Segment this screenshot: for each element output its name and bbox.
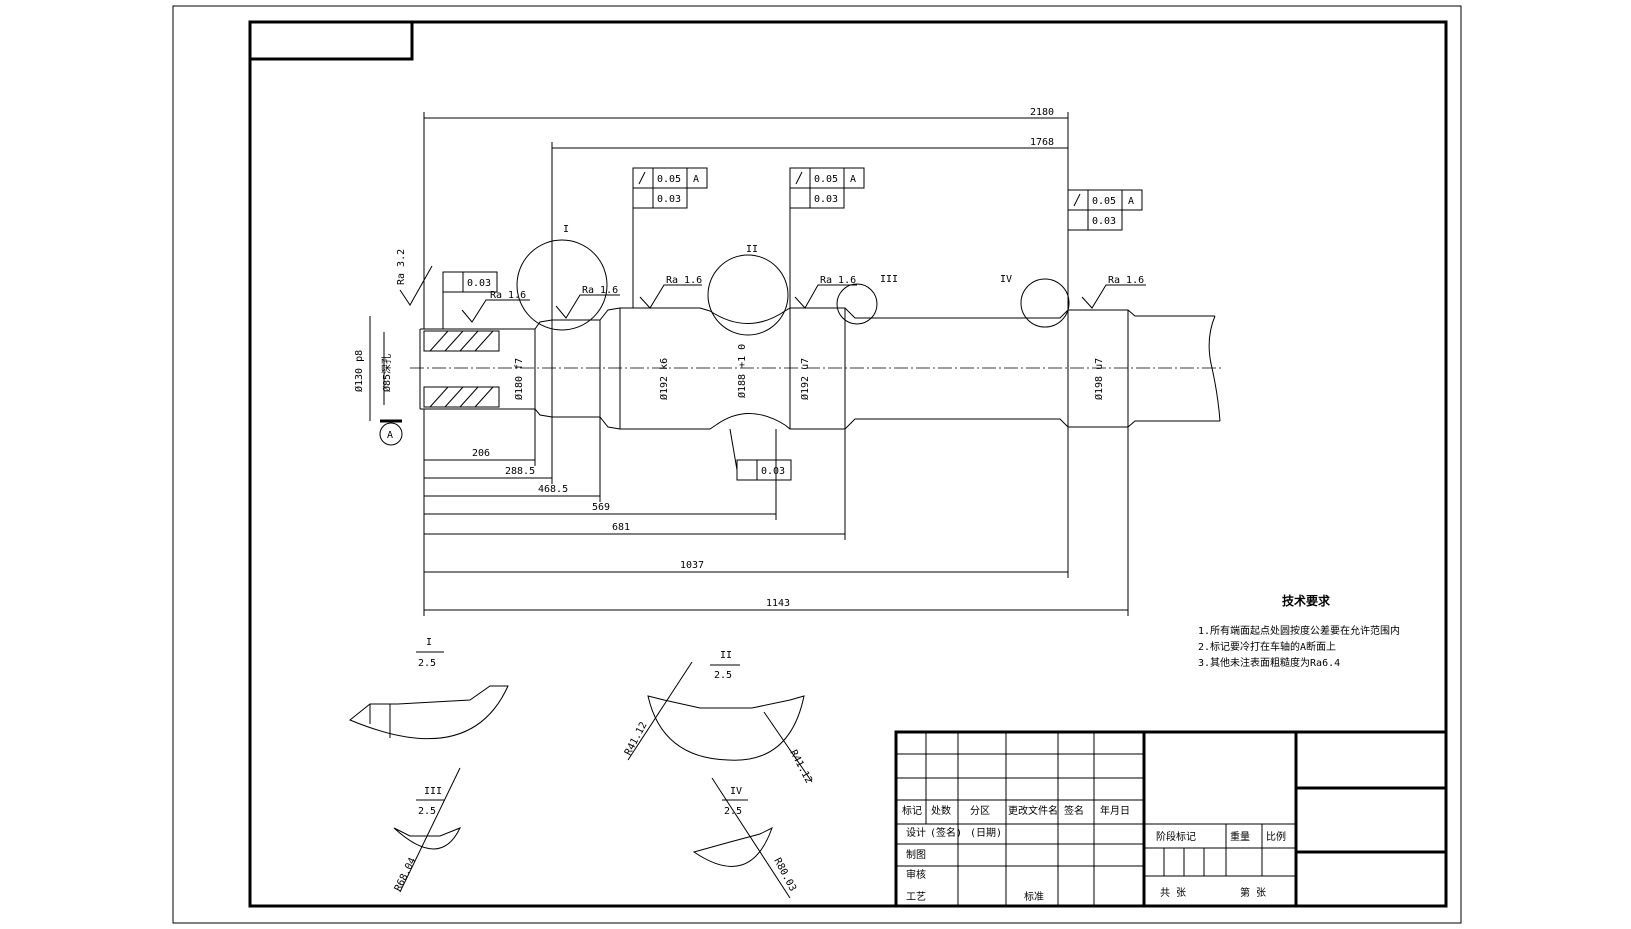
detail-view-iii: III 2.5 R68.04 xyxy=(393,767,462,893)
dim-288: 288.5 xyxy=(505,466,535,477)
dia-198: Ø198 u7 xyxy=(1093,358,1105,400)
top-dimensions xyxy=(423,112,1069,329)
dim-1143: 1143 xyxy=(766,598,790,609)
tech-item-2: 2.标记要冷打在车轴的A断面上 xyxy=(1198,640,1336,653)
svg-text:II: II xyxy=(720,650,732,661)
tech-item-1: 1.所有端面起点处圆按度公差要在允许范围内 xyxy=(1198,624,1400,637)
dim-206: 206 xyxy=(472,448,490,459)
svg-text:0.05: 0.05 xyxy=(657,174,681,185)
svg-text:Ra 1.6: Ra 1.6 xyxy=(1108,275,1144,286)
svg-text:A: A xyxy=(1128,196,1134,207)
dim-1768: 1768 xyxy=(1030,137,1054,148)
tb-total: 共 张 xyxy=(1160,887,1186,899)
tech-title: 技术要求 xyxy=(1282,593,1331,608)
svg-text:2.5: 2.5 xyxy=(418,658,436,669)
detail-circle-i xyxy=(516,239,608,331)
svg-text:0.03: 0.03 xyxy=(814,194,838,205)
tb-date-col: 年月日 xyxy=(1100,804,1130,817)
tolerance-frame-5: 0.03 xyxy=(729,428,792,481)
svg-text:2.5: 2.5 xyxy=(714,670,732,681)
bore-hatch xyxy=(423,330,500,408)
detail-view-i: I 2.5 xyxy=(349,637,509,740)
tb-zone: 分区 xyxy=(970,805,990,817)
detail-view-ii: II 2.5 R41.12 R41.12 xyxy=(623,650,814,785)
outer-border xyxy=(172,5,1462,924)
tb-file: 更改文件名 xyxy=(1008,804,1058,817)
marker-iv: IV xyxy=(1000,274,1012,285)
svg-text:R68.04: R68.04 xyxy=(393,856,419,893)
svg-text:Ra 1.6: Ra 1.6 xyxy=(666,275,702,286)
svg-text:Ra 1.6: Ra 1.6 xyxy=(820,275,856,286)
svg-text:A: A xyxy=(850,174,856,185)
marker-iii: III xyxy=(880,274,898,285)
corner-label-box xyxy=(248,20,414,61)
tolerance-frame-2: 0.05 A 0.03 xyxy=(789,167,865,308)
bottom-dimensions xyxy=(423,409,1129,616)
svg-text:Ra 3.2: Ra 3.2 xyxy=(396,249,407,285)
detail-circle-iv xyxy=(1020,278,1070,328)
svg-text:0.05: 0.05 xyxy=(1092,196,1116,207)
datum-label: A xyxy=(387,430,393,441)
tolerance-frame-3: 0.05 A 0.03 xyxy=(1067,189,1143,231)
detail-view-iv: IV 2.5 R80.03 xyxy=(692,777,798,899)
svg-text:0.03: 0.03 xyxy=(1092,216,1116,227)
marker-i: I xyxy=(563,224,569,235)
dim-569: 569 xyxy=(592,502,610,513)
svg-text:0.05: 0.05 xyxy=(814,174,838,185)
svg-text:R41.12: R41.12 xyxy=(623,720,650,757)
detail-circle-iii xyxy=(836,283,878,325)
svg-text:0.03: 0.03 xyxy=(467,278,491,289)
tolerance-frame-4: 0.03 xyxy=(442,271,498,329)
dia-180: Ø180 f7 xyxy=(513,358,525,400)
tb-stage: 阶段标记 xyxy=(1156,830,1196,843)
detail-circle-ii xyxy=(707,254,789,336)
tb-standard: 标准 xyxy=(1024,891,1044,903)
datum-circle xyxy=(379,422,403,446)
tb-weight: 重量 xyxy=(1230,830,1250,843)
dia-85: Ø85深孔 xyxy=(381,354,393,392)
svg-text:2.5: 2.5 xyxy=(418,806,436,817)
tb-count: 处数 xyxy=(931,804,951,817)
dia-192b: Ø192 u7 xyxy=(799,358,811,400)
title-block xyxy=(894,730,1448,908)
tolerance-frame-1: 0.05 A 0.03 xyxy=(632,167,708,308)
dim-2180: 2180 xyxy=(1030,107,1054,118)
dia-130: Ø130 p8 xyxy=(353,350,365,392)
tb-sheet: 第 张 xyxy=(1240,886,1266,899)
svg-text:Ra 1.6: Ra 1.6 xyxy=(582,285,618,296)
dia-192a: Ø192 k6 xyxy=(658,358,670,400)
tb-mark: 标记 xyxy=(902,805,922,817)
svg-text:III: III xyxy=(424,786,442,797)
tb-design: 设计 xyxy=(906,826,926,839)
dim-1037: 1037 xyxy=(680,560,704,571)
svg-text:0.03: 0.03 xyxy=(657,194,681,205)
svg-text:I: I xyxy=(426,637,432,648)
tb-process: 工艺 xyxy=(906,891,926,903)
tech-item-3: 3.其他未注表面粗糙度为Ra6.4 xyxy=(1198,656,1340,669)
dia-188: Ø188 +1 0 xyxy=(736,344,748,398)
tb-ratio: 比例 xyxy=(1266,830,1286,843)
tb-date: (日期) xyxy=(970,827,1002,839)
svg-text:R41.12: R41.12 xyxy=(787,748,814,785)
svg-text:0.03: 0.03 xyxy=(761,466,785,477)
svg-text:2.5: 2.5 xyxy=(724,806,742,817)
dim-681: 681 xyxy=(612,522,630,533)
tb-signature: (签名) xyxy=(930,826,962,839)
tb-sign-col: 签名 xyxy=(1064,804,1084,817)
tb-draw: 制图 xyxy=(906,848,926,861)
tb-check: 审核 xyxy=(906,868,926,881)
svg-text:IV: IV xyxy=(730,786,742,797)
dim-468: 468.5 xyxy=(538,484,568,495)
marker-ii: II xyxy=(746,244,758,255)
roughness-symbols: Ra 3.2 Ra 1.6 Ra 1.6 Ra 1.6 Ra 1.6 Ra 1.… xyxy=(396,249,1146,323)
svg-text:Ra 1.6: Ra 1.6 xyxy=(490,290,526,301)
inner-border xyxy=(248,20,1448,908)
svg-text:A: A xyxy=(693,174,699,185)
